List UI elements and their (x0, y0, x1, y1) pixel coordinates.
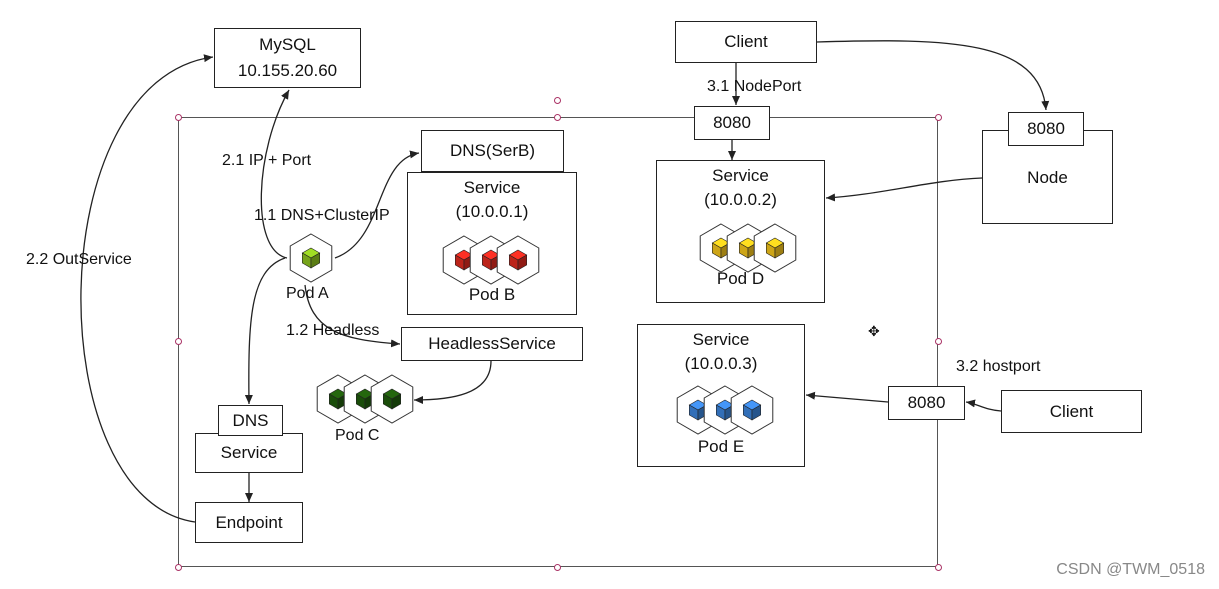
resize-handle[interactable] (935, 114, 942, 121)
pod-d-cube (753, 223, 797, 273)
pod-d-icons (699, 223, 797, 273)
pod-c-icons (316, 374, 414, 424)
service-d-title: Service (712, 166, 769, 185)
pod-a-cube (289, 233, 333, 283)
external-service-node[interactable]: Service (195, 433, 303, 473)
dns-serb-node[interactable]: DNS(SerB) (421, 130, 564, 172)
rotate-handle[interactable] (554, 97, 561, 104)
watermark: CSDN @TWM_0518 (1056, 561, 1205, 578)
mysql-name: MySQL (259, 35, 316, 54)
nodeport-label: 3.1 NodePort (707, 78, 802, 95)
nodeport-8080[interactable]: 8080 (694, 106, 770, 140)
ip-port-label: 2.1 IP + Port (222, 152, 312, 169)
pod-a-icon (289, 233, 333, 283)
pod-e-icons (676, 385, 774, 435)
endpoint-node[interactable]: Endpoint (195, 502, 303, 543)
headless-service-node[interactable]: HeadlessService (401, 327, 583, 361)
dns-tag[interactable]: DNS (218, 405, 283, 436)
service-e[interactable]: Service (10.0.0.3) Pod E (637, 324, 805, 467)
pod-b-label: Pod B (468, 285, 516, 304)
pod-a-label: Pod A (286, 285, 329, 302)
client-right-node[interactable]: Client (1001, 390, 1142, 433)
resize-handle[interactable] (175, 114, 182, 121)
out-service-label: 2.2 OutService (26, 251, 132, 268)
mysql-node[interactable]: MySQL 10.155.20.60 (214, 28, 361, 88)
service-d-ip: (10.0.0.2) (704, 190, 777, 209)
pod-d-label: Pod D (716, 269, 765, 288)
resize-handle[interactable] (175, 338, 182, 345)
resize-handle[interactable] (175, 564, 182, 571)
hostport-8080-label: 8080 (907, 393, 946, 412)
service-e-title: Service (692, 330, 750, 349)
node-port-8080[interactable]: 8080 (1008, 112, 1084, 146)
service-e-ip: (10.0.0.3) (684, 354, 758, 373)
external-service-label: Service (220, 443, 278, 462)
resize-handle[interactable] (554, 564, 561, 571)
pod-c-label: Pod C (335, 427, 380, 444)
hostport-label: 3.2 hostport (956, 358, 1041, 375)
pod-c-cube (370, 374, 414, 424)
pod-e-label: Pod E (697, 437, 745, 456)
headless-label: 1.2 Headless (286, 322, 380, 339)
pod-b-cube (496, 235, 540, 285)
pod-e-cube (730, 385, 774, 435)
move-cursor-icon: ✥ (868, 323, 880, 339)
service-b[interactable]: Service (10.0.0.1) Pod B (407, 172, 577, 315)
dns-serb-label: DNS(SerB) (449, 141, 535, 160)
node-port-label: 8080 (1027, 119, 1065, 138)
endpoint-label: Endpoint (215, 512, 283, 532)
nodeport-8080-label: 8080 (713, 113, 751, 132)
node-label: Node (1027, 168, 1068, 187)
client-top-node[interactable]: Client (675, 21, 817, 63)
headless-service-label: HeadlessService (428, 334, 556, 353)
pod-b-icons (442, 235, 540, 285)
service-b-ip: (10.0.0.1) (455, 202, 529, 221)
client-top-label: Client (724, 32, 768, 51)
dns-tag-label: DNS (232, 410, 269, 430)
resize-handle[interactable] (935, 564, 942, 571)
service-d[interactable]: Service (10.0.0.2) Pod D (656, 160, 825, 303)
hostport-8080[interactable]: 8080 (888, 386, 965, 420)
resize-handle[interactable] (935, 338, 942, 345)
dns-clusterip-label: 1.1 DNS+ClusterIP (254, 207, 390, 224)
resize-handle[interactable] (554, 114, 561, 121)
client-right-label: Client (1049, 401, 1094, 421)
mysql-ip: 10.155.20.60 (237, 61, 338, 80)
service-b-title: Service (463, 178, 521, 197)
